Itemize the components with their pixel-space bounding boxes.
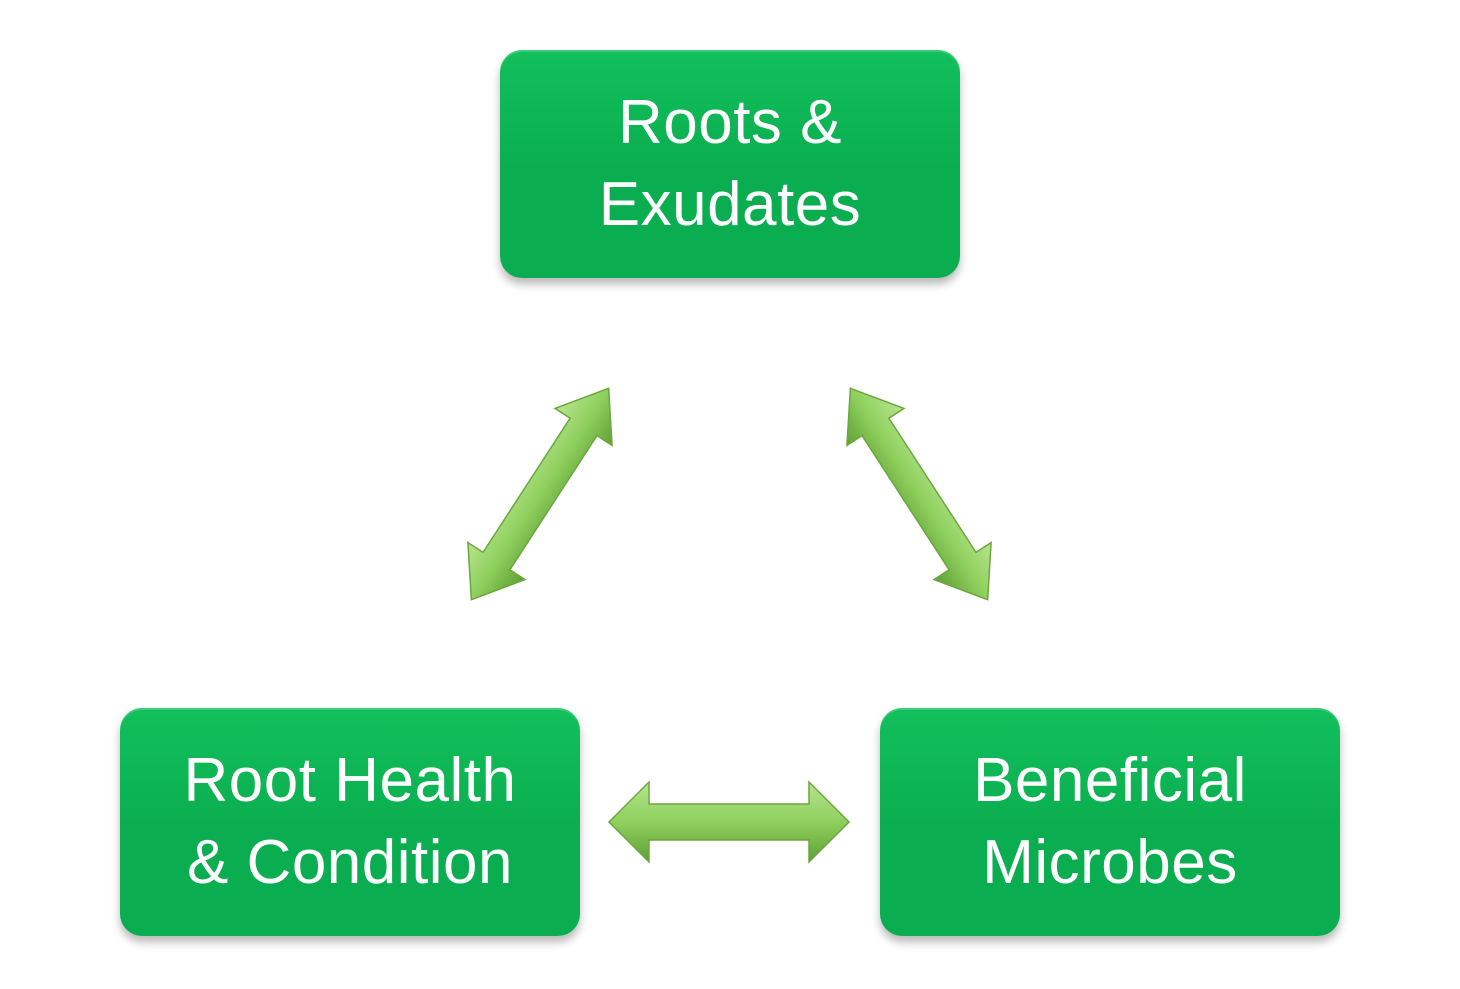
node-label-line: Root Health bbox=[183, 746, 517, 816]
node-label-line: Exudates bbox=[598, 170, 862, 239]
node-label-line: Beneficial bbox=[973, 746, 1247, 816]
node-root-health-condition: Root Health & Condition bbox=[120, 708, 580, 936]
node-label-line: & Condition bbox=[186, 828, 514, 897]
arrow-left-to-right-icon bbox=[607, 780, 851, 864]
node-roots-exudates: Roots & Exudates bbox=[500, 50, 960, 278]
arrow-top-to-right-icon bbox=[846, 387, 992, 601]
node-label-line: Microbes bbox=[982, 828, 1238, 897]
node-beneficial-microbes: Beneficial Microbes bbox=[880, 708, 1340, 936]
node-label-line: Roots & bbox=[617, 88, 843, 158]
arrow-left-to-top-icon bbox=[467, 387, 613, 601]
